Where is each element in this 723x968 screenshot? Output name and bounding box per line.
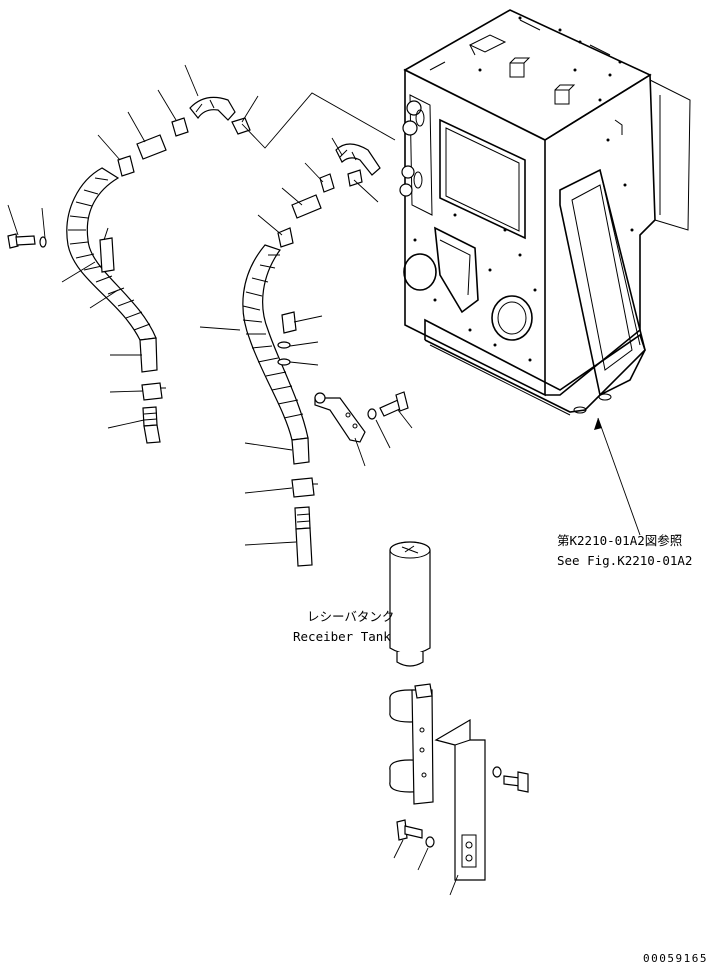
reference-arrow	[594, 417, 641, 536]
air-conditioner-unit	[399, 9, 691, 416]
receiver-tank	[389, 541, 431, 667]
tank-label-en: Receiber Tank	[293, 629, 391, 644]
tank-bracket	[389, 683, 529, 881]
reference-label-en: See Fig.K2210-01A2	[557, 553, 692, 568]
drawing-number: 00059165	[643, 952, 708, 965]
right-hose-assembly	[242, 143, 409, 567]
leader-lines	[7, 64, 459, 896]
left-hose-assembly	[7, 96, 251, 444]
reference-label-jp: 第K2210-01A2図参照	[557, 533, 682, 548]
tank-label-jp: レシーバタンク	[307, 609, 394, 624]
connection-line	[241, 92, 396, 149]
